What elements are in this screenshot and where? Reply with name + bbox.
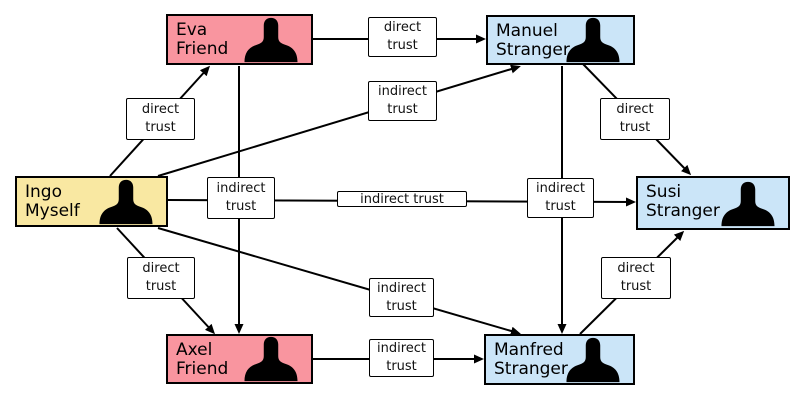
node-name: Susi: [646, 182, 682, 202]
person-icon: [566, 17, 620, 63]
node-role: Friend: [176, 359, 229, 379]
person-icon: [721, 181, 775, 227]
person-icon: [244, 17, 298, 63]
trust-label-manuel-manfred: indirect trust: [527, 178, 594, 218]
node-name: Eva: [176, 20, 208, 40]
trust-label-ingo-eva: direct trust: [126, 98, 195, 140]
trust-label-axel-manfred: indirect trust: [369, 339, 434, 377]
person-icon: [566, 337, 620, 383]
trust-label-ingo-manfred: indirect trust: [369, 278, 434, 317]
trust-label-eva-axel: indirect trust: [207, 177, 275, 219]
node-role: Myself: [25, 201, 80, 221]
trust-label-manuel-susi: direct trust: [600, 98, 670, 140]
person-icon: [244, 336, 298, 382]
arrow-ingo-manfred: [157, 227, 521, 336]
node-ingo-myself: Ingo Myself: [15, 176, 168, 227]
node-name: Axel: [176, 340, 213, 360]
trust-label-manfred-susi: direct trust: [601, 257, 671, 299]
node-manuel-stranger: Manuel Stranger: [486, 15, 635, 65]
node-name: Ingo: [25, 182, 62, 202]
node-eva-friend: Eva Friend: [166, 14, 313, 65]
node-manfred-stranger: Manfred Stranger: [484, 334, 635, 385]
node-role: Stranger: [646, 201, 720, 221]
node-role: Stranger: [496, 40, 570, 60]
node-susi-stranger: Susi Stranger: [636, 176, 790, 230]
trust-label-eva-manuel: direct trust: [368, 17, 437, 57]
node-role: Stranger: [494, 359, 568, 379]
node-axel-friend: Axel Friend: [166, 334, 313, 384]
node-name: Manfred: [494, 340, 564, 360]
trust-label-ingo-susi: indirect trust: [337, 191, 467, 207]
node-name: Manuel: [496, 21, 558, 41]
person-icon: [99, 179, 153, 225]
arrow-ingo-manuel: [157, 64, 521, 177]
trust-label-ingo-manuel: indirect trust: [368, 81, 437, 121]
trust-label-ingo-axel: direct trust: [127, 257, 195, 299]
node-role: Friend: [176, 39, 229, 59]
